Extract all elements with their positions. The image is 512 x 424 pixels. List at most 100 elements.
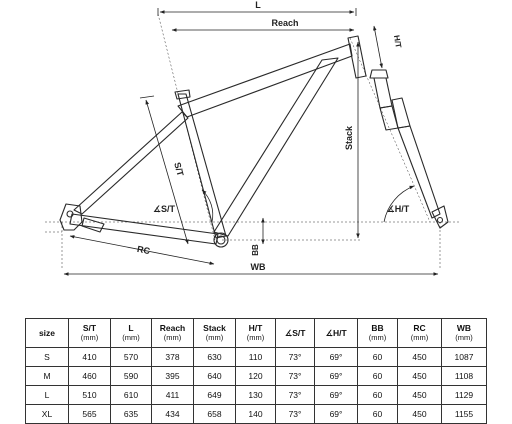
column-header-unit: (mm) bbox=[246, 333, 265, 342]
table-cell: 73° bbox=[275, 385, 315, 405]
table-cell: 73° bbox=[275, 347, 315, 367]
dimension-ht: H/T bbox=[373, 25, 403, 69]
column-header: RC(mm) bbox=[397, 318, 442, 348]
column-header-label: Stack bbox=[203, 323, 226, 333]
column-header: ∡S/T bbox=[275, 318, 315, 348]
table-cell: 565 bbox=[68, 404, 111, 424]
table-cell: 635 bbox=[110, 404, 152, 424]
dimension-reach: Reach bbox=[171, 18, 355, 32]
label-rc: RC bbox=[136, 244, 151, 256]
label-st-angle: ∡S/T bbox=[153, 204, 176, 214]
label-l: L bbox=[255, 0, 261, 10]
table-cell: 73° bbox=[275, 404, 315, 424]
size-cell: M bbox=[25, 366, 69, 386]
frame-geometry-diagram: L Reach H/T Stack S/T ∡S/T ∡H/T RC BB bbox=[45, 0, 460, 276]
label-wb: WB bbox=[251, 262, 266, 272]
column-header-unit: (mm) bbox=[205, 333, 224, 342]
table-cell: 395 bbox=[151, 366, 194, 386]
column-header: BB(mm) bbox=[357, 318, 398, 348]
down-tube bbox=[213, 57, 339, 237]
table-cell: 610 bbox=[110, 385, 152, 405]
seat-collar bbox=[174, 89, 191, 100]
label-ht: H/T bbox=[392, 34, 403, 48]
bike-frame bbox=[59, 35, 449, 248]
label-bb: BB bbox=[251, 244, 260, 256]
column-header: Reach(mm) bbox=[151, 318, 194, 348]
table-cell: 640 bbox=[193, 366, 236, 386]
column-header: ∡H/T bbox=[314, 318, 358, 348]
column-header-label: size bbox=[38, 328, 56, 338]
table-cell: 69° bbox=[314, 366, 358, 386]
table-cell: 378 bbox=[151, 347, 194, 367]
table-cell: 120 bbox=[235, 366, 276, 386]
table-cell: 630 bbox=[193, 347, 236, 367]
head-tube bbox=[347, 35, 367, 79]
table-cell: 450 bbox=[397, 404, 442, 424]
label-ht-angle: ∡H/T bbox=[387, 204, 410, 214]
size-cell: S bbox=[25, 347, 69, 367]
table-cell: 460 bbox=[68, 366, 111, 386]
column-header: Stack(mm) bbox=[193, 318, 236, 348]
table-cell: 570 bbox=[110, 347, 152, 367]
table-cell: 450 bbox=[397, 347, 442, 367]
table-cell: 411 bbox=[151, 385, 194, 405]
table-cell: 60 bbox=[357, 366, 398, 386]
size-cell: XL bbox=[25, 404, 69, 424]
column-header: H/T(mm) bbox=[235, 318, 276, 348]
table-cell: 658 bbox=[193, 404, 236, 424]
seat-stay bbox=[73, 111, 189, 215]
column-header-label: ∡S/T bbox=[284, 328, 306, 338]
table-cell: 1155 bbox=[441, 404, 487, 424]
table-cell: 510 bbox=[68, 385, 111, 405]
label-reach: Reach bbox=[271, 18, 298, 28]
rear-dropout bbox=[59, 203, 83, 231]
column-header-unit: (mm) bbox=[410, 333, 429, 342]
dimension-stack: Stack bbox=[344, 41, 360, 239]
dimension-l: L bbox=[157, 0, 357, 16]
table-cell: 69° bbox=[314, 404, 358, 424]
table-cell: 1087 bbox=[441, 347, 487, 367]
column-header-unit: (mm) bbox=[455, 333, 473, 342]
table-cell: 69° bbox=[314, 385, 358, 405]
table-cell: 450 bbox=[397, 366, 442, 386]
column-header-label: S/T bbox=[82, 323, 97, 333]
column-header-label: WB bbox=[456, 323, 472, 333]
dimension-st: S/T bbox=[139, 95, 189, 245]
column-header-label: Reach bbox=[159, 323, 186, 333]
column-header: size bbox=[25, 318, 69, 348]
column-header-label: RC bbox=[413, 323, 426, 333]
size-cell: L bbox=[25, 385, 69, 405]
table-cell: 649 bbox=[193, 385, 236, 405]
column-header-unit: (mm) bbox=[368, 333, 387, 342]
label-st: S/T bbox=[172, 161, 185, 178]
table-cell: 140 bbox=[235, 404, 276, 424]
table-cell: 69° bbox=[314, 347, 358, 367]
table-cell: 410 bbox=[68, 347, 111, 367]
column-header: WB(mm) bbox=[441, 318, 487, 348]
column-header-label: BB bbox=[371, 323, 384, 333]
label-stack: Stack bbox=[344, 125, 354, 150]
column-header-unit: (mm) bbox=[80, 333, 99, 342]
column-header: L(mm) bbox=[110, 318, 152, 348]
angle-st: ∡S/T bbox=[153, 189, 214, 223]
table-cell: 1108 bbox=[441, 366, 487, 386]
top-tube bbox=[177, 43, 353, 118]
suspension-fork bbox=[369, 69, 449, 229]
table-cell: 60 bbox=[357, 385, 398, 405]
column-header-unit: (mm) bbox=[163, 333, 182, 342]
table-cell: 60 bbox=[357, 347, 398, 367]
column-header-label: H/T bbox=[248, 323, 263, 333]
dimension-rc: RC bbox=[69, 235, 215, 265]
table-cell: 434 bbox=[151, 404, 194, 424]
extension-lines bbox=[45, 13, 460, 268]
table-cell: 130 bbox=[235, 385, 276, 405]
table-cell: 590 bbox=[110, 366, 152, 386]
column-header-label: ∡H/T bbox=[325, 328, 347, 338]
bottom-bracket bbox=[213, 232, 229, 248]
column-header-unit: (mm) bbox=[122, 333, 140, 342]
